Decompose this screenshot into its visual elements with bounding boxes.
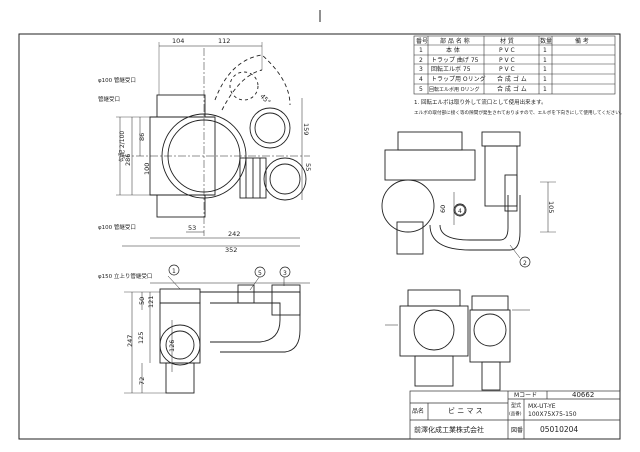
table-row-5-qty: 1 <box>543 86 547 93</box>
table-row-5-name: 回転エルボ用 Oリング <box>429 86 480 93</box>
label-inlet-bottom: φ100 管継受口 <box>98 223 136 231</box>
company-name: 前澤化成工業株式会社 <box>414 425 484 434</box>
table-row-1-qty: 1 <box>543 47 547 54</box>
table-row-1-no: 1 <box>419 47 423 54</box>
model-line-2: 100X75X75-150 <box>528 411 577 418</box>
dim-100: 100 <box>143 163 151 175</box>
table-row-4-no: 4 <box>419 76 423 83</box>
table-header-name: 部 品 名 称 <box>440 37 470 45</box>
label-riser: φ150 立上り管継受口 <box>98 272 152 280</box>
note-line-2: エルボの取付部に接く等の隙間が発生されておりますので、エルボを下向きにして使用し… <box>414 109 624 116</box>
dim-104: 104 <box>172 37 184 45</box>
table-row-2-qty: 1 <box>543 57 547 64</box>
title-block <box>409 390 621 440</box>
label-inlet-top: φ100 管継受口 <box>98 76 136 84</box>
callouts-side: 1 5 3 <box>168 264 291 278</box>
dim-286: 286 <box>124 154 132 166</box>
product-name: ビ ニ マ ス <box>448 406 483 415</box>
dim-352: 352 <box>225 246 237 254</box>
callout-4: 4 <box>458 208 462 215</box>
table-header-no: 番号 <box>416 38 428 45</box>
name-label: 品名 <box>412 407 424 415</box>
callout-2: 2 <box>523 260 527 267</box>
dim-105: 105 <box>547 201 555 213</box>
callout-3: 3 <box>283 270 287 277</box>
table-row-2-material: P V C <box>499 57 515 64</box>
dim-53: 53 <box>188 224 196 232</box>
dim-50: 50 <box>138 297 146 305</box>
side-view <box>124 275 310 394</box>
mcode-value: 40662 <box>572 391 594 399</box>
label-side-inlet: 管継受口 <box>98 95 120 103</box>
mcode-label: Mコード <box>514 392 537 399</box>
table-row-1-name: 本 体 <box>446 46 460 54</box>
dim-45deg: 45° <box>258 92 272 106</box>
dim-121: 121 <box>147 296 155 308</box>
table-row-2-no: 2 <box>419 57 423 64</box>
table-row-3-material: P V C <box>499 66 515 73</box>
drawing-no-label: 図番 <box>511 427 523 434</box>
table-row-3-no: 3 <box>419 66 423 73</box>
table-row-3-name: 回転エルボ 75 <box>431 65 471 73</box>
callout-1: 1 <box>172 268 176 275</box>
drawing-number: 05010204 <box>540 425 578 434</box>
table-header-qty: 数量 <box>540 37 552 45</box>
table-row-5-material: 合 成 ゴ ム <box>497 85 527 93</box>
note-line-1: 1. 回転エルボは取り外して流口として使用出来ます。 <box>414 98 547 106</box>
table-row-4-qty: 1 <box>543 76 547 83</box>
model-sub-label: (品番) <box>509 410 522 417</box>
table-row-4-name: トラップ用 Oリング <box>431 75 486 83</box>
table-header-material: 材 質 <box>500 37 514 45</box>
dim-247: 247 <box>126 335 134 347</box>
dim-60: 60 <box>439 205 447 213</box>
dim-126: 126 <box>168 340 176 352</box>
callouts-right: 4 2 <box>454 204 531 268</box>
dim-86: 86 <box>138 133 146 141</box>
model-label: 型式 <box>511 402 521 409</box>
table-row-1-material: P V C <box>499 47 515 54</box>
dim-125: 125 <box>137 332 145 344</box>
table-row-5-no: 5 <box>419 86 423 93</box>
table-row-3-qty: 1 <box>543 66 547 73</box>
sheet-border <box>18 33 621 440</box>
parts-table <box>413 35 616 95</box>
callout-5: 5 <box>258 270 262 277</box>
model-line-1: MX-UT-YE <box>528 403 556 410</box>
table-header-note: 備 考 <box>575 37 589 45</box>
dim-55: 55 <box>304 163 312 171</box>
table-row-2-name: トラップ 曲げ 75 <box>431 56 479 64</box>
dim-72: 72 <box>138 377 146 385</box>
dim-slope: 勾配 2/100 <box>118 131 126 162</box>
top-view <box>116 42 310 247</box>
table-row-4-material: 合 成 ゴ ム <box>497 75 527 83</box>
dim-242: 242 <box>228 230 240 238</box>
right-section-view <box>381 131 556 259</box>
dim-159: 159 <box>302 123 310 135</box>
dim-112: 112 <box>218 37 230 45</box>
bottom-right-view <box>385 289 530 391</box>
